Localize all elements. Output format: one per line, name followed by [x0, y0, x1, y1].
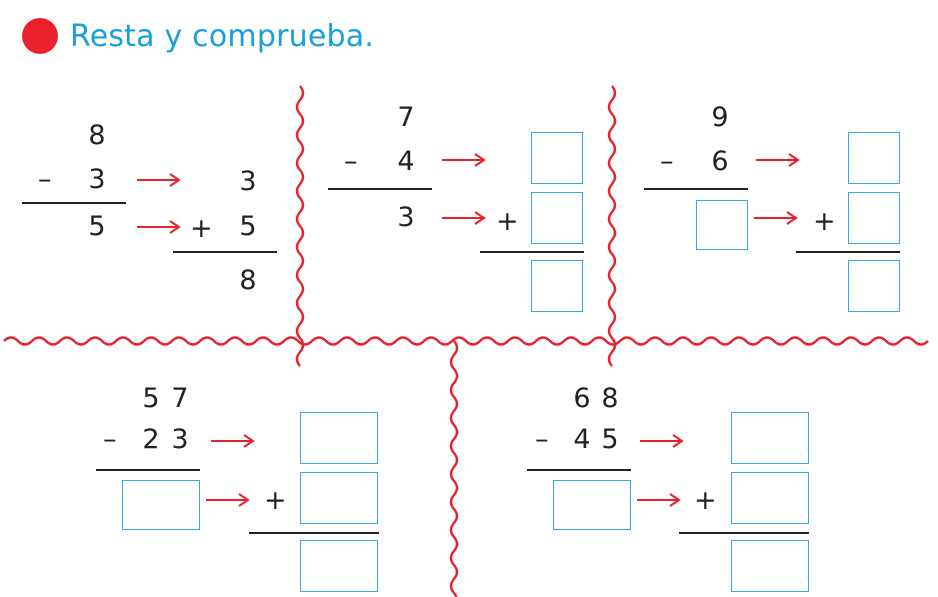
- vertical-wavy-divider-1: [295, 85, 305, 367]
- result-line: [22, 202, 126, 204]
- answer-box-check-top[interactable]: [300, 412, 378, 464]
- minuend: 8: [88, 120, 106, 151]
- answer-box-check-second[interactable]: [531, 192, 583, 244]
- minus-sign: –: [103, 424, 117, 455]
- minuend-tens-digit: 6: [573, 383, 591, 414]
- difference: 3: [397, 202, 415, 233]
- subtrahend-units-digit: 5: [601, 424, 619, 455]
- plus-sign: +: [694, 485, 717, 516]
- red-arrow-icon: [640, 434, 684, 448]
- sum-line: [796, 251, 900, 253]
- answer-box-check-second[interactable]: [848, 192, 900, 244]
- red-arrow-icon: [442, 211, 486, 225]
- answer-box-difference[interactable]: [122, 480, 200, 530]
- answer-box-check-sum[interactable]: [848, 260, 900, 312]
- check-sum: 8: [239, 265, 257, 296]
- minus-sign: –: [38, 164, 52, 195]
- vertical-wavy-divider-2: [607, 85, 617, 367]
- sum-line: [679, 532, 809, 534]
- sum-line: [249, 532, 379, 534]
- red-arrow-icon: [442, 153, 486, 167]
- answer-box-difference[interactable]: [553, 480, 631, 530]
- minuend-units-digit: 8: [601, 383, 619, 414]
- answer-box-check-top[interactable]: [531, 132, 583, 184]
- red-arrow-icon: [137, 173, 181, 187]
- plus-sign: +: [813, 206, 836, 237]
- sum-line: [480, 251, 584, 253]
- minus-sign: –: [660, 146, 674, 177]
- answer-box-difference[interactable]: [696, 200, 748, 250]
- minuend-units-digit: 7: [171, 383, 189, 414]
- minus-sign: –: [344, 146, 358, 177]
- subtrahend: 4: [397, 146, 415, 177]
- answer-box-check-second[interactable]: [300, 472, 378, 524]
- difference: 5: [88, 211, 106, 242]
- minuend: 7: [397, 102, 415, 133]
- subtrahend-tens-digit: 4: [573, 424, 591, 455]
- exercise-title: Resta y comprueba.: [70, 18, 375, 54]
- horizontal-wavy-divider: [3, 336, 929, 346]
- minus-sign: –: [535, 424, 549, 455]
- answer-box-check-top[interactable]: [731, 412, 809, 464]
- subtrahend-tens-digit: 2: [142, 424, 160, 455]
- subtrahend-units-digit: 3: [171, 424, 189, 455]
- check-top-number: 3: [239, 166, 257, 197]
- subtrahend: 3: [88, 164, 106, 195]
- result-line: [96, 469, 200, 471]
- check-second-number: 5: [239, 211, 257, 242]
- red-arrow-icon: [754, 211, 798, 225]
- plus-sign: +: [190, 213, 213, 244]
- plus-sign: +: [496, 206, 519, 237]
- red-arrow-icon: [206, 493, 250, 507]
- red-arrow-icon: [637, 493, 681, 507]
- answer-box-check-sum[interactable]: [731, 540, 809, 592]
- answer-box-check-sum[interactable]: [300, 540, 378, 592]
- result-line: [527, 469, 631, 471]
- red-bullet-icon: [22, 18, 58, 54]
- red-arrow-icon: [211, 434, 255, 448]
- vertical-wavy-divider-3: [449, 340, 459, 597]
- sum-line: [173, 251, 277, 253]
- plus-sign: +: [264, 485, 287, 516]
- minuend-tens-digit: 5: [142, 383, 160, 414]
- result-line: [644, 188, 748, 190]
- subtrahend: 6: [711, 146, 729, 177]
- minuend: 9: [711, 102, 729, 133]
- result-line: [328, 188, 432, 190]
- answer-box-check-sum[interactable]: [531, 260, 583, 312]
- answer-box-check-top[interactable]: [848, 132, 900, 184]
- answer-box-check-second[interactable]: [731, 472, 809, 524]
- exercise-header: Resta y comprueba.: [22, 14, 374, 58]
- red-arrow-icon: [137, 220, 181, 234]
- red-arrow-icon: [756, 153, 800, 167]
